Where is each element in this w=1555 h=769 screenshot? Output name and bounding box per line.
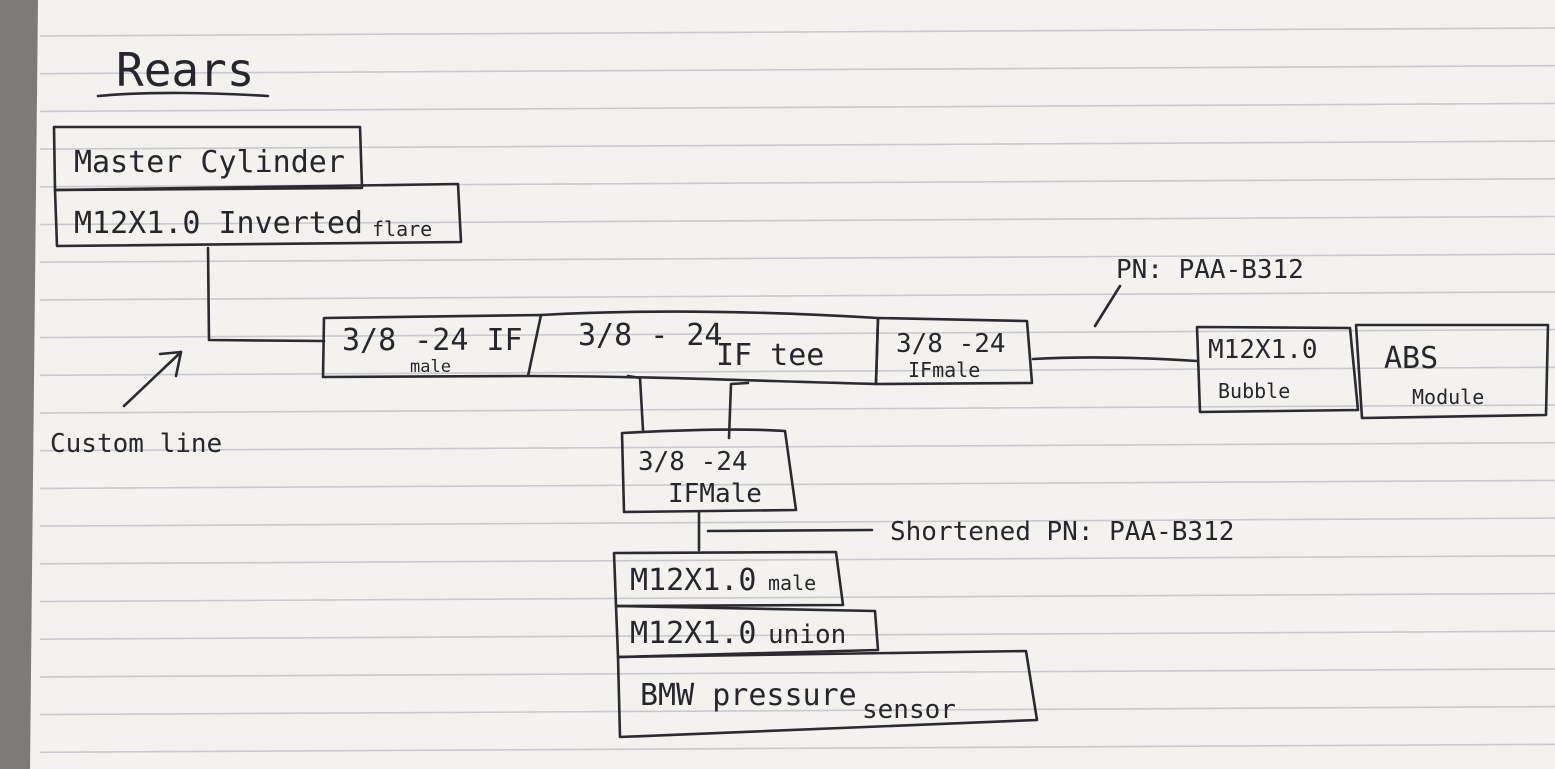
master-fitting-sub-label: flare bbox=[372, 217, 432, 241]
m12-union-label: M12X1.0 bbox=[630, 616, 756, 651]
rule-line bbox=[39, 517, 1555, 527]
pressure-sensor-label: BMW pressure bbox=[640, 678, 857, 713]
if-tee-label: 3/8 - 24 bbox=[578, 318, 723, 353]
custom-brake-line bbox=[206, 246, 326, 343]
paper-sheet bbox=[30, 0, 1555, 769]
rule-line bbox=[39, 554, 1555, 565]
rule-line bbox=[39, 743, 1555, 754]
master-cylinder-box bbox=[52, 125, 364, 192]
abs-module-box bbox=[1354, 323, 1550, 420]
rule-line bbox=[39, 630, 1555, 641]
custom-line-annotation: Custom line bbox=[50, 429, 222, 459]
if-male-left-label: 3/8 -24 IF bbox=[342, 323, 523, 358]
bubble-fitting-sub-label: Bubble bbox=[1218, 379, 1290, 403]
if-male-down-box bbox=[620, 428, 798, 514]
if-male-right-label: 3/8 -24 bbox=[896, 329, 1006, 359]
if-tee-sub-label: IF tee bbox=[716, 338, 824, 373]
rule-line bbox=[39, 366, 1555, 377]
rule-line bbox=[39, 102, 1555, 113]
pressure-sensor-box bbox=[616, 649, 1039, 739]
rule-line bbox=[39, 592, 1555, 603]
if-male-down-label: 3/8 -24 bbox=[638, 447, 748, 477]
bubble-fitting-label: M12X1.0 bbox=[1208, 335, 1318, 365]
shortened-leader bbox=[706, 528, 874, 533]
pressure-sensor-sub-label: sensor bbox=[862, 695, 956, 725]
diagram-title: Rears bbox=[116, 43, 254, 97]
rule-line bbox=[39, 328, 1555, 339]
m12-male-label: M12X1.0 bbox=[630, 563, 756, 598]
rule-line bbox=[39, 291, 1555, 301]
m12-union-sub-label: union bbox=[768, 620, 846, 650]
abs-module-sub-label: Module bbox=[1412, 385, 1484, 409]
rule-line bbox=[39, 479, 1555, 490]
tee-drop-right bbox=[727, 381, 750, 440]
master-cylinder-label: Master Cylinder bbox=[74, 145, 345, 180]
m12-male-sub-label: male bbox=[768, 571, 816, 595]
if-male-down-sub-label: IFMale bbox=[668, 479, 762, 509]
rule-line bbox=[39, 64, 1555, 75]
m12-male-box bbox=[612, 550, 845, 608]
tee-drop-left bbox=[626, 374, 645, 432]
rule-line bbox=[39, 253, 1555, 264]
rule-line bbox=[39, 140, 1555, 150]
if-male-right-box bbox=[874, 316, 1034, 386]
arrow-head-icon bbox=[158, 350, 183, 378]
abs-module-label: ABS bbox=[1384, 341, 1438, 376]
rule-line bbox=[39, 215, 1555, 226]
title-underline bbox=[96, 91, 270, 98]
master-fitting-box bbox=[53, 182, 463, 248]
rule-line bbox=[39, 705, 1555, 716]
rule-line bbox=[39, 668, 1555, 678]
bubble-fitting-box bbox=[1195, 325, 1360, 414]
pn-top-leader bbox=[1093, 284, 1122, 328]
master-fitting-label: M12X1.0 Inverted bbox=[74, 206, 363, 241]
arrow-shaft bbox=[122, 350, 183, 408]
rule-line bbox=[39, 404, 1555, 414]
ruled-lines bbox=[39, 27, 1555, 754]
m12-union-box bbox=[614, 604, 880, 659]
rule-line bbox=[39, 27, 1555, 37]
if-male-left-sub-label: male bbox=[410, 357, 451, 377]
rule-line bbox=[39, 441, 1555, 452]
pn-shortened-annotation: Shortened PN: PAA-B312 bbox=[890, 517, 1234, 547]
if-male-right-sub-label: IFmale bbox=[908, 358, 980, 382]
line-to-abs bbox=[1031, 356, 1199, 363]
pn-top-annotation: PN: PAA-B312 bbox=[1116, 255, 1304, 285]
